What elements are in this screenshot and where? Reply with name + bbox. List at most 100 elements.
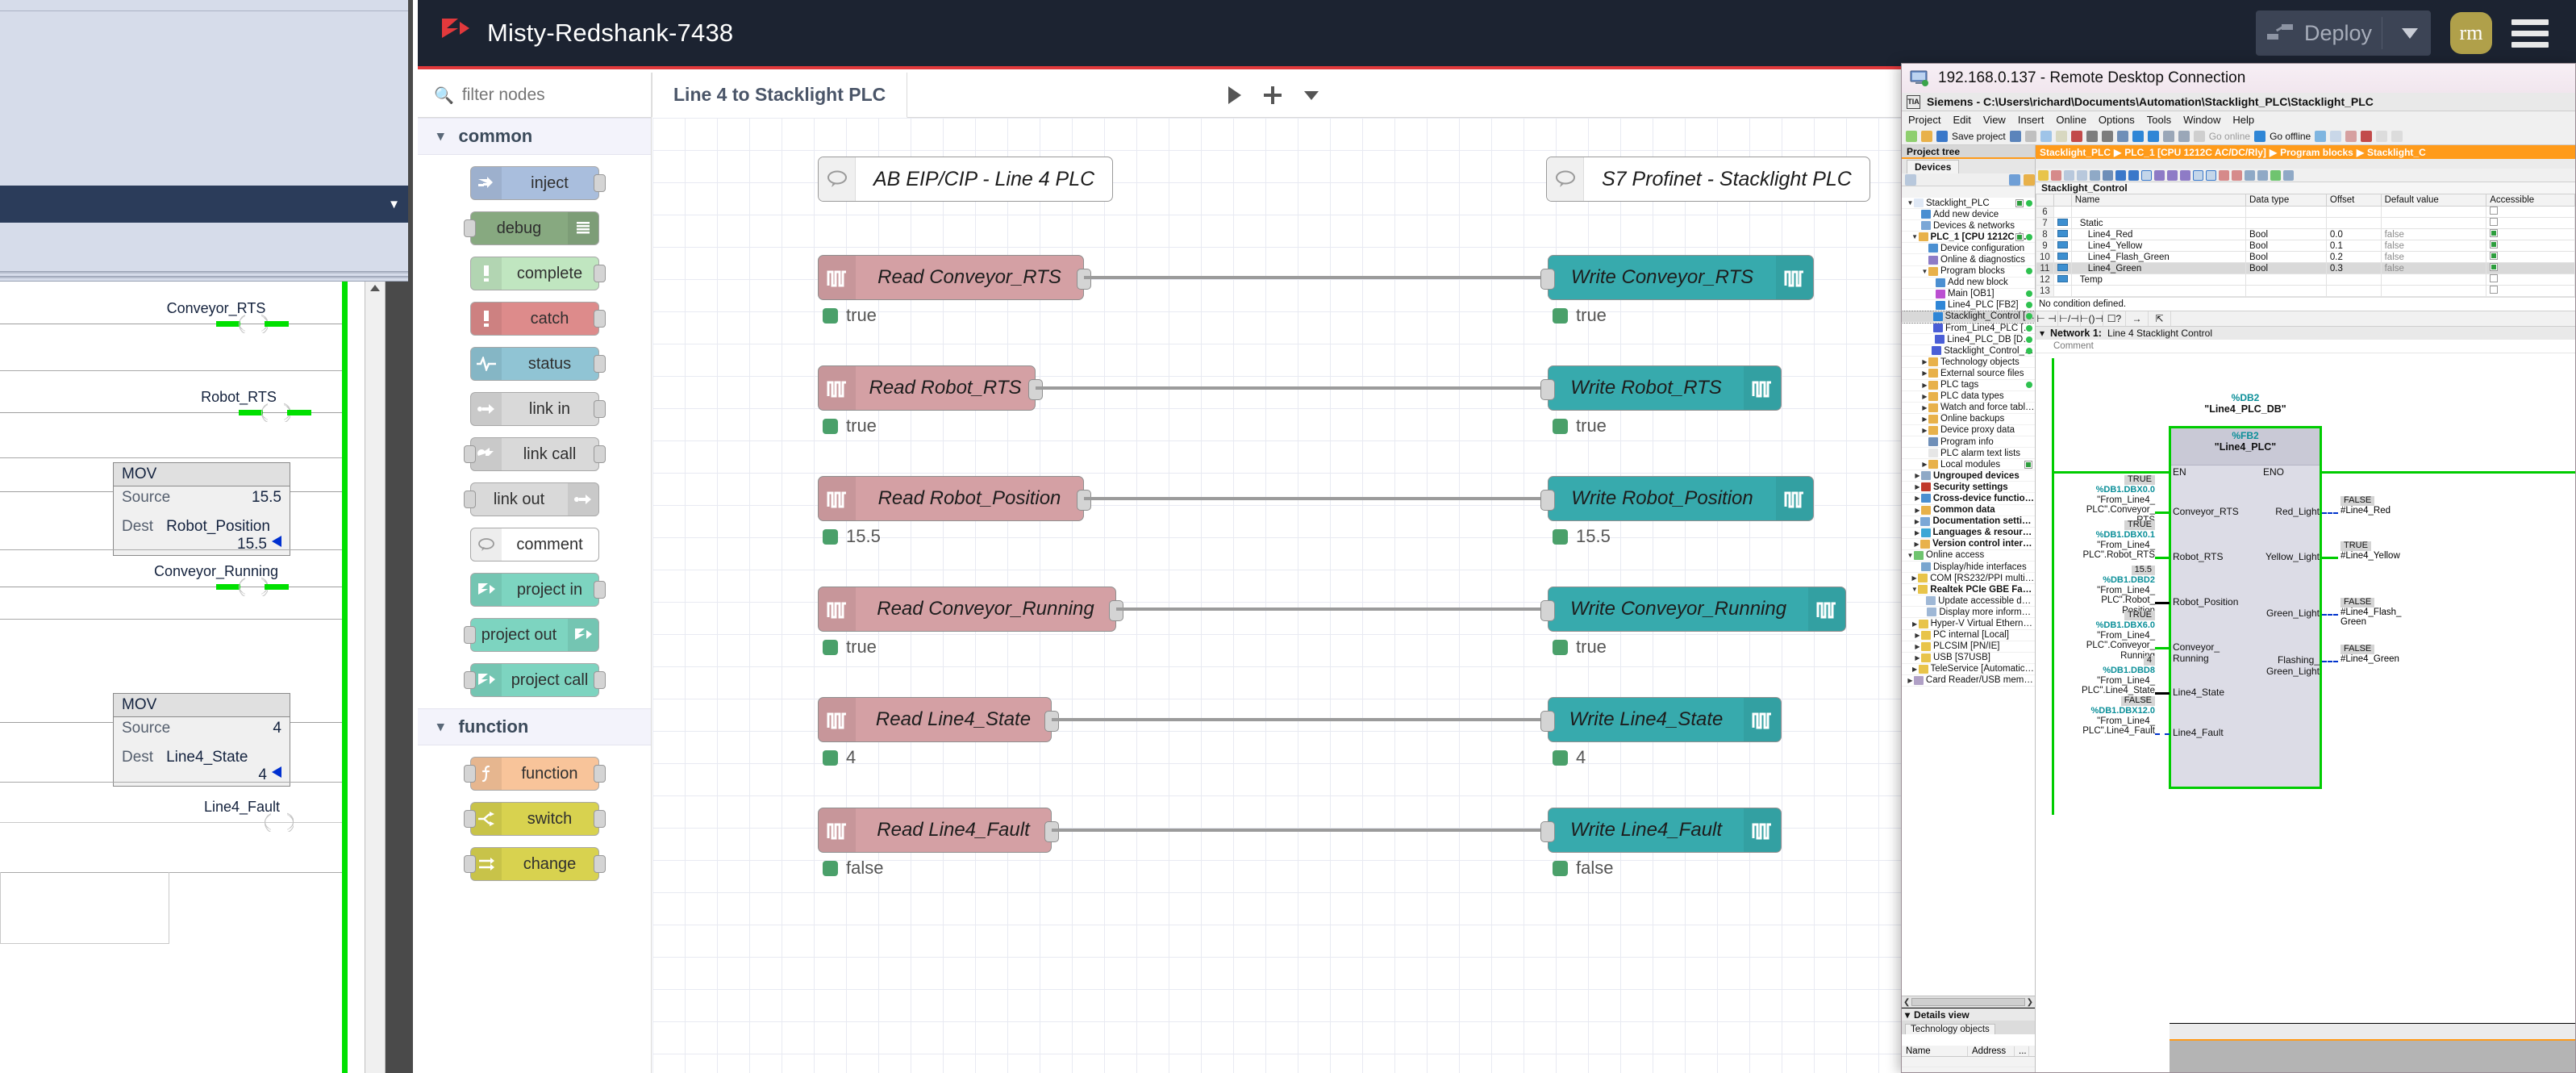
mov-block-robot-position[interactable]: MOV Source 15.5 Dest Robot_Position 15.5 [113,462,290,556]
node-input-port[interactable] [463,765,476,783]
network-header[interactable]: ▾ Network 1: Line 4 Stacklight Control [2036,327,2575,340]
accessible-checkbox[interactable] [2490,263,2499,271]
node-input-port[interactable] [463,671,476,689]
tree-item-local-modules[interactable]: ▶Local modules [1902,459,2035,471]
input-tag-5[interactable]: FALSE %DB1.DBX12.0 "From_Line4_PLC".Line… [2082,695,2155,737]
palette-node-project-call[interactable]: project call [463,663,606,697]
project-tree-tabs[interactable]: Devices [1902,159,2035,173]
node-input-port[interactable] [1540,269,1555,290]
network-comment[interactable]: Comment [2036,340,2575,353]
node-output-port[interactable] [593,265,606,282]
close-branch-icon[interactable]: ⇱ [2149,311,2171,326]
flow-node-read-0[interactable]: Read Conveyor_RTS [818,255,1091,300]
cell-default-value[interactable] [2380,285,2487,297]
node-input-port[interactable] [463,445,476,463]
undo-icon[interactable] [2086,130,2098,142]
block-editor-toolbar[interactable] [2036,169,2575,182]
chevron-right-icon[interactable]: ▶ [1922,426,1928,434]
mov-block-line4-state[interactable]: MOV Source 4 Dest Line4_State 4 [113,693,290,787]
tree-item-pc-internal-local[interactable]: ▶PC internal [Local] [1902,630,2035,641]
tab-line4-to-stacklight[interactable]: Line 4 to Stacklight PLC [652,73,908,118]
menu-help[interactable]: Help [2232,113,2255,126]
tree-item-hyper-v-virtual-ethernet-adapter[interactable]: ▶Hyper-V Virtual Ethernet Adapter [1902,618,2035,630]
tree-item-stacklight-control-db[interactable]: Stacklight_Control_DB [... [1902,345,2035,357]
cell-datatype[interactable] [2245,217,2327,229]
accessible-checkbox[interactable] [2490,274,2499,282]
node-output-port[interactable] [593,765,606,783]
palette-node-link-call[interactable]: link call [463,437,606,471]
avatar[interactable]: rm [2450,12,2492,54]
split-horizontal-icon[interactable] [2376,130,2388,142]
chevron-right-icon[interactable]: ▶ [1914,517,1920,525]
tree-item-plc-data-types[interactable]: ▶PLC data types [1902,391,2035,403]
lad-network-canvas[interactable]: %DB2 "Line4_PLC_DB" %FB2 "Line4_PLC" EN … [2036,353,2575,821]
cell-offset[interactable] [2325,206,2382,218]
chevron-right-icon[interactable]: ▶ [1915,642,1920,650]
bookmark-icon[interactable] [2206,169,2216,181]
chevron-down-icon[interactable]: ▼ [1907,199,1914,207]
chevron-down-icon[interactable]: ▾ [2040,328,2045,339]
deploy-button[interactable]: Deploy [2255,10,2431,56]
output-tag-0[interactable]: FALSE #Line4_Red [2340,495,2391,516]
paste-icon[interactable] [2055,130,2067,142]
step-icon[interactable] [2245,169,2255,181]
chevron-down-icon[interactable] [1304,90,1319,100]
menu-insert[interactable]: Insert [2017,113,2045,126]
input-tag-4[interactable]: 4 %DB1.DBD8 "From_Line4_PLC".Line4_State [2081,655,2155,696]
palette-node-status[interactable]: status [469,347,606,381]
chevron-right-icon[interactable]: ▶ [1915,495,1920,503]
palette-category-common[interactable]: ▾ common [418,118,651,155]
chevron-right-icon[interactable]: ▶ [1922,358,1928,366]
empty-box-icon[interactable]: ☐? [2103,311,2126,326]
menu-view[interactable]: View [1982,113,2006,126]
output-tag-1[interactable]: TRUE #Line4_Yellow [2340,541,2400,561]
tree-item-display-hide-interfaces[interactable]: Display/hide interfaces [1902,562,2035,574]
save-project-label[interactable]: Save project [1952,130,2006,142]
column-default-value[interactable]: Default value [2380,194,2487,207]
node-input-port[interactable] [1540,711,1555,732]
chevron-down-icon[interactable]: ▼ [1921,267,1928,275]
menu-online[interactable]: Online [2056,113,2086,126]
tree-item-from-line4-plc-db1[interactable]: From_Line4_PLC [DB1] [1902,323,2035,335]
breadcrumb-item[interactable]: PLC_1 [CPU 1212C AC/DC/Rly] [2124,146,2266,158]
cell-offset[interactable]: 0.2 [2325,251,2382,263]
symbolic-view-icon[interactable] [2128,169,2139,181]
palette-node-link-out[interactable]: link out [463,482,599,516]
node-output-port[interactable] [593,310,606,328]
cell-default-value[interactable]: false [2380,251,2487,263]
monitor-off-icon[interactable] [2219,169,2229,181]
tree-item-stacklight-control-fb1[interactable]: Stacklight_Control [FB1] [1902,310,2035,324]
help-icon[interactable] [2315,130,2327,142]
cell-name[interactable]: Line4_Yellow [2070,240,2247,252]
split-vertical-icon[interactable] [2391,130,2403,142]
cell-offset[interactable] [2325,217,2382,229]
palette-node-comment[interactable]: comment [469,528,599,562]
tree-item-card-reader-usb-memory[interactable]: ▶Card Reader/USB memory [1902,675,2035,687]
tab-devices[interactable]: Devices [1907,160,1960,173]
tree-item-usb-s7usb[interactable]: ▶USB [S7USB] [1902,653,2035,664]
details-view-tabs[interactable]: Technology objects [1902,1021,2035,1034]
node-output-port[interactable] [593,810,606,828]
redo-icon[interactable] [2101,130,2113,142]
layout-icon[interactable] [2330,130,2342,142]
scroll-up-icon[interactable] [370,285,380,291]
cell-accessible[interactable] [2486,206,2575,218]
tree-item-watch-and-force-tables[interactable]: ▶Watch and force tables [1902,403,2035,414]
comment-node-right[interactable]: S7 Profinet - Stacklight PLC [1546,157,1870,202]
node-input-port[interactable] [463,855,476,873]
cell-default-value[interactable]: false [2380,240,2487,252]
accessible-checkbox[interactable] [2490,229,2499,237]
accessible-checkbox[interactable] [2490,207,2499,215]
coil-icon[interactable]: ⊢()⊣ [2080,311,2103,326]
ladder-selection-bar[interactable]: ▼ [0,186,408,223]
tree-item-languages-resources[interactable]: ▶Languages & resources [1902,528,2035,539]
chevron-down-icon[interactable]: ▼ [1911,586,1918,594]
node-output-port[interactable] [593,400,606,418]
tree-item-version-control-interface[interactable]: ▶Version control interface [1902,539,2035,550]
move-icon[interactable] [2090,169,2100,181]
breadcrumb-item[interactable]: Stacklight_PLC [2040,146,2111,158]
